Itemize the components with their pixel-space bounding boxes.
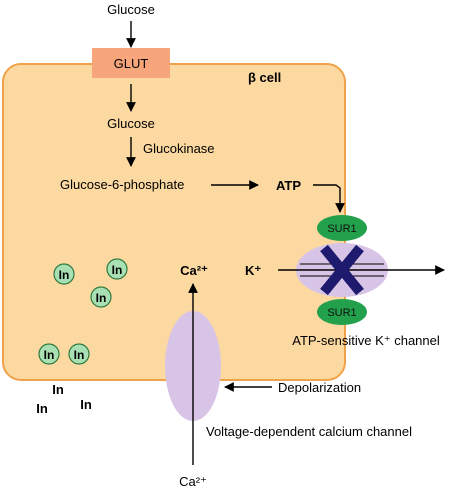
- calcium-inside-label: Ca²⁺: [180, 263, 208, 278]
- calcium-outside-label: Ca²⁺: [179, 474, 207, 489]
- insulin-granule: In: [106, 258, 128, 280]
- insulin-granule: In: [68, 343, 90, 365]
- svg-text:In: In: [96, 291, 107, 305]
- sur1-bottom-label: SUR1: [327, 307, 356, 319]
- glucose-6-phosphate-label: Glucose-6-phosphate: [60, 177, 184, 192]
- atp-to-sur1-arrow: [313, 184, 345, 213]
- glucose-inside-label: Glucose: [107, 116, 155, 131]
- glut-transporter: [92, 48, 170, 78]
- katp-channel-label: ATP-sensitive K⁺ channel: [292, 333, 440, 348]
- svg-text:In: In: [59, 268, 70, 282]
- secreted-insulin: In: [80, 397, 92, 412]
- svg-text:In: In: [74, 348, 85, 362]
- insulin-granule: In: [53, 263, 75, 285]
- secreted-insulin: In: [36, 401, 48, 416]
- sur1-bottom: [317, 299, 367, 325]
- svg-text:In: In: [112, 263, 123, 277]
- glucokinase-label: Glucokinase: [143, 141, 215, 156]
- glut-label: GLUT: [114, 56, 149, 71]
- cell-label: β cell: [248, 70, 281, 85]
- channel-block-x-icon: [320, 244, 364, 296]
- secreted-insulin: In: [52, 382, 64, 397]
- atp-label: ATP: [276, 178, 301, 193]
- sur1-top-label: SUR1: [327, 223, 356, 235]
- svg-text:In: In: [44, 348, 55, 362]
- insulin-granule: In: [38, 343, 60, 365]
- glucose-outside-label: Glucose: [107, 2, 155, 17]
- calcium-channel-label: Voltage-dependent calcium channel: [206, 424, 412, 439]
- sur1-top: [317, 215, 367, 241]
- insulin-granule: In: [90, 286, 112, 308]
- depolarization-label: Depolarization: [278, 380, 361, 395]
- potassium-label: K⁺: [245, 263, 261, 278]
